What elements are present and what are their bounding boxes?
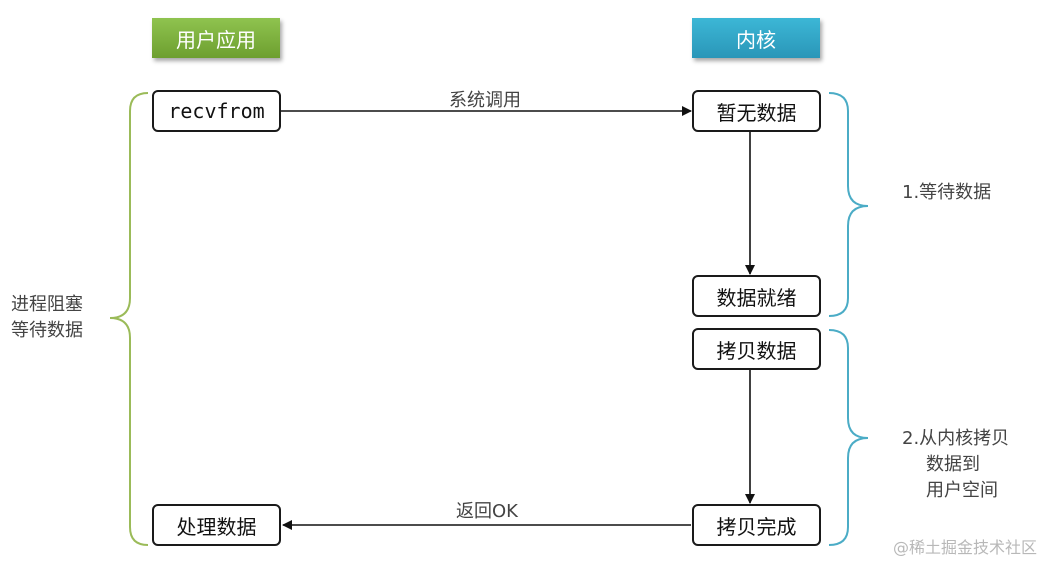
data-ready-box: 数据就绪 [692,275,821,317]
user-app-header: 用户应用 [152,18,280,58]
copy-data-box: 拷贝数据 [692,328,821,370]
stage1-line: 1.等待数据 [902,182,992,203]
watermark: @稀土掘金技术社区 [892,538,1037,557]
kernel-header: 内核 [692,18,820,58]
right-brace-stage2 [828,329,869,546]
recvfrom-box: recvfrom [152,90,281,132]
left-brace [109,92,149,546]
process-blocked-label: 进程阻塞 等待数据 [11,292,83,344]
no-data-box: 暂无数据 [692,90,821,132]
process-blocked-line-1: 进程阻塞 [11,294,83,315]
stage2-line-1: 2.从内核拷贝 [902,428,1010,449]
stage2-label: 2.从内核拷贝 数据到 用户空间 [902,426,1009,504]
return-ok-label: 返回OK [456,501,518,522]
stage2-line-3: 用户空间 [926,480,998,501]
stage1-label: 1.等待数据 [902,180,991,206]
system-call-label: 系统调用 [449,90,521,111]
process-data-box: 处理数据 [152,504,281,546]
process-blocked-line-2: 等待数据 [11,320,83,341]
stage2-line-2: 数据到 [926,454,980,475]
right-brace-stage1 [828,92,869,317]
copy-done-box: 拷贝完成 [692,504,821,546]
